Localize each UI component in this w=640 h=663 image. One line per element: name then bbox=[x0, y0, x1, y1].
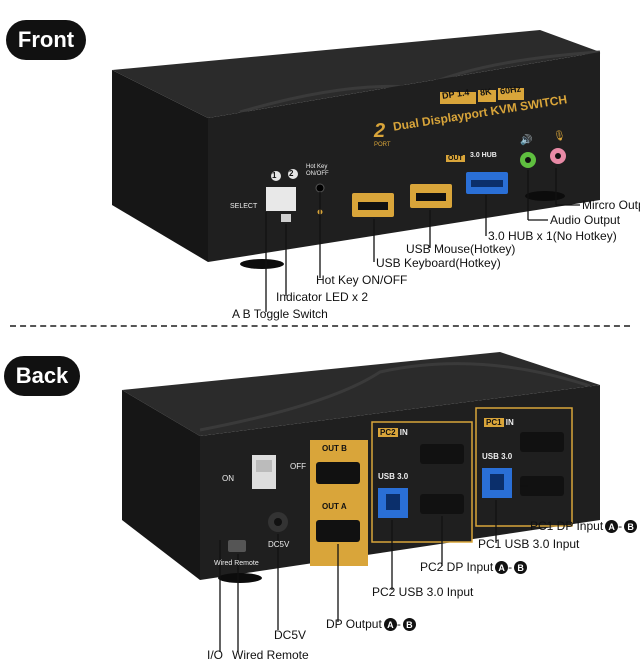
hotkey-button bbox=[315, 183, 325, 193]
port-count: 2 bbox=[374, 120, 386, 142]
pc1-dp-a bbox=[520, 476, 564, 496]
back-label-text: Back bbox=[15, 363, 69, 388]
mark-b: B bbox=[624, 520, 638, 534]
wired-remote-port bbox=[228, 540, 246, 552]
out-a-letter: A bbox=[340, 502, 347, 511]
hub-label: 3.0 HUB bbox=[470, 152, 497, 159]
callout-dp-output-text: DP Output bbox=[326, 617, 382, 631]
front-label-text: Front bbox=[17, 27, 75, 52]
callout-pc1-usb: PC1 USB 3.0 Input bbox=[478, 537, 580, 551]
out-b-label: OUT B bbox=[322, 444, 347, 453]
mark-b: B bbox=[402, 618, 416, 632]
callout-mic-output: Mircro Output bbox=[582, 198, 640, 212]
mark-b: B bbox=[514, 561, 528, 575]
callout-pc1-dp-text: PC1 DP Input bbox=[530, 519, 604, 533]
out-b-letter: B bbox=[341, 444, 347, 453]
front-device-foot bbox=[525, 191, 565, 201]
back-device-top-ridge bbox=[199, 362, 591, 432]
callout-usb-mouse: USB Mouse(Hotkey) bbox=[406, 242, 516, 256]
mark-a: A bbox=[605, 520, 619, 534]
pc1-panel bbox=[475, 407, 573, 527]
mark-a: A bbox=[495, 561, 509, 575]
callout-pc2-usb: PC2 USB 3.0 Input bbox=[372, 585, 474, 599]
pc2-panel bbox=[371, 421, 473, 543]
pc2-tag: PC2 IN bbox=[378, 428, 408, 437]
led-2 bbox=[288, 169, 298, 179]
select-button-frame bbox=[266, 187, 296, 211]
badge-8k: 8K bbox=[479, 86, 493, 98]
back-leader-lines bbox=[219, 485, 528, 652]
callout-dc5v: DC5V bbox=[274, 628, 307, 642]
hotkey-panel-label: Hot Key ON/OFF bbox=[306, 164, 329, 177]
power-off-label: OFF bbox=[290, 462, 306, 471]
speaker-icon: 🔊 bbox=[520, 133, 532, 146]
pc1-tag-text: PC1 bbox=[484, 418, 504, 427]
select-2-label: 2 bbox=[289, 169, 294, 178]
callout-audio-output: Audio Output bbox=[550, 213, 621, 227]
front-device-foot bbox=[240, 259, 284, 269]
out-b-text: OUT bbox=[322, 444, 339, 453]
indicator-led bbox=[281, 214, 291, 222]
callout-wired-remote: Wired Remote bbox=[232, 648, 309, 662]
power-on-label: ON bbox=[222, 474, 234, 483]
badge-dp-bg bbox=[440, 92, 476, 104]
mic-icon: 🎙 bbox=[553, 130, 566, 142]
select-1-label: 1 bbox=[272, 171, 277, 180]
callout-io: I/O bbox=[207, 648, 224, 662]
front-section-label: Front bbox=[6, 20, 86, 60]
dp-out-b bbox=[316, 462, 360, 484]
callout-toggle-switch: A B Toggle Switch bbox=[232, 307, 328, 321]
front-leader-lines bbox=[265, 168, 580, 312]
callout-indicator-led: Indicator LED x 2 bbox=[276, 290, 369, 304]
callout-usb-keyboard: USB Keyboard(Hotkey) bbox=[376, 256, 501, 270]
front-device-side bbox=[112, 70, 208, 262]
wired-remote-panel-label: Wired Remote bbox=[214, 560, 259, 567]
back-device-top bbox=[122, 352, 600, 436]
out-a-label: OUT A bbox=[322, 502, 347, 511]
back-device-foot bbox=[218, 573, 262, 583]
pc2-dp-b bbox=[420, 444, 464, 464]
dp-output-panel bbox=[310, 440, 368, 566]
pc2-usb-label: USB 3.0 bbox=[378, 472, 409, 481]
pc1-usb-label: USB 3.0 bbox=[482, 452, 513, 461]
pc2-in-text: IN bbox=[399, 428, 408, 437]
dc5v-panel-label: DC5V bbox=[268, 540, 290, 549]
led-1 bbox=[271, 171, 281, 181]
callout-hub: 3.0 HUB x 1(No Hotkey) bbox=[488, 229, 617, 243]
select-label: SELECT bbox=[230, 203, 258, 210]
pc2-dp-a bbox=[420, 494, 464, 514]
callout-pc2-dp-text: PC2 DP Input bbox=[420, 560, 494, 574]
badge-8k-bg bbox=[478, 90, 496, 102]
port-word: PORT bbox=[374, 142, 391, 148]
dp-out-a bbox=[316, 520, 360, 542]
badge-hz-bg bbox=[498, 88, 524, 100]
out-a-text: OUT bbox=[322, 502, 339, 511]
section-divider bbox=[10, 325, 630, 327]
pc1-dp-b bbox=[520, 432, 564, 452]
pc1-in-text: IN bbox=[505, 418, 514, 427]
back-device-side bbox=[122, 390, 200, 580]
back-section-label: Back bbox=[4, 356, 80, 396]
front-device-face bbox=[208, 52, 600, 262]
out-label: OUT bbox=[446, 155, 465, 162]
mark-a: A bbox=[383, 618, 397, 632]
callout-hotkey: Hot Key ON/OFF bbox=[316, 273, 408, 287]
front-device-top bbox=[112, 30, 600, 118]
pc1-tag: PC1 IN bbox=[484, 418, 514, 427]
pc2-tag-text: PC2 bbox=[378, 428, 398, 437]
